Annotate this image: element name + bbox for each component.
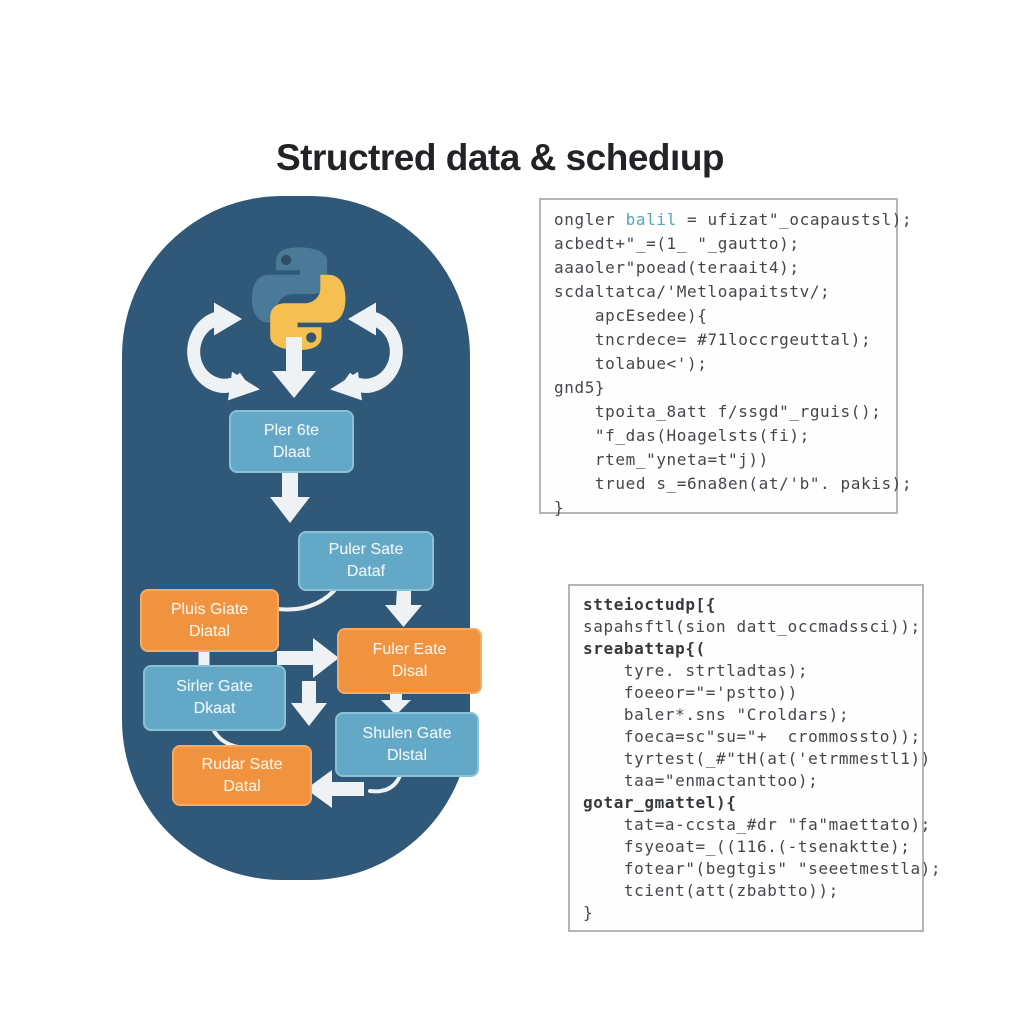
code-line: gnd5} xyxy=(554,378,606,397)
cycle-arrow-right-icon xyxy=(330,302,403,401)
code-line: scdaltatca/'Metloapaitstv/; xyxy=(554,282,831,301)
code-line: sapahsftl(sion datt_occmadssci)); xyxy=(583,617,921,636)
code-line: acbedt+"_=(1_ "_gautto); xyxy=(554,234,800,253)
page-title: Structred data & schedıup xyxy=(275,136,725,178)
cycle-arrow-left-icon xyxy=(187,302,260,401)
flow-box-6-label-line2: Dlstal xyxy=(386,746,427,764)
code-line: tpoita_8att f/ssgd"_rguis(); xyxy=(554,402,882,421)
code-line: } xyxy=(554,498,565,517)
flow-box-2-label-line1: Puler Sate xyxy=(328,541,404,559)
code-line: sreabattap{( xyxy=(583,639,706,658)
code-line: fsyeoat=_((116.(-tsenaktte); xyxy=(583,837,911,856)
arrow-down-mid-icon xyxy=(291,681,327,726)
arrow-down-box2-icon xyxy=(385,587,422,627)
code-line: ongler balil = ufizat"_ocapaustsl); xyxy=(554,210,913,229)
code-line: "f_das(Hoagelsts(fi); xyxy=(554,426,810,445)
code-line: tyrtest(_#"tH(at('etrmmestl1)) xyxy=(583,749,931,768)
code-block-1: ongler balil = ufizat"_ocapaustsl);acbed… xyxy=(539,198,913,517)
code-line: } xyxy=(583,903,594,922)
flow-box-3: Pluis Giate Diatal xyxy=(140,589,279,652)
code-line: fotear"(begtgis" "seeetmestla); xyxy=(583,859,942,878)
arrow-down-box1-icon xyxy=(270,469,310,523)
code-line: tat=a-ccsta_#dr "fa"maettato); xyxy=(583,815,931,834)
flow-box-4: Sirler Gate Dkaat xyxy=(143,665,286,731)
arrow-down-box5-icon xyxy=(381,690,411,715)
flow-box-7-label-line1: Rudar Sate xyxy=(201,755,283,773)
code-line: baler*.sns "Croldars); xyxy=(583,705,850,724)
code-line: aaaoler"poead(teraait4); xyxy=(554,258,800,277)
code-line: tyre. strtladtas); xyxy=(583,661,809,680)
code-line: foeca=sc"su="+ crommossto)); xyxy=(583,727,921,746)
code-line: tolabue<'); xyxy=(554,354,708,373)
flow-box-5-label-line1: Fuler Eate xyxy=(372,641,447,659)
code-line: stteioctudp[{ xyxy=(583,595,717,614)
arrow-right-box4-icon xyxy=(277,638,339,678)
flow-box-1-label-line2: Dlaat xyxy=(272,443,311,461)
flow-box-3-label-line2: Diatal xyxy=(189,622,230,640)
flow-box-3-label-line1: Pluis Giate xyxy=(170,600,249,618)
flow-box-7-label-line2: Datal xyxy=(223,777,261,795)
flow-box-7: Rudar Sate Datal xyxy=(172,745,312,806)
code-line: gotar_gmattel){ xyxy=(583,793,737,812)
flow-box-6-label-line1: Shulen Gate xyxy=(362,724,452,742)
flow-box-5-label-line2: Disal xyxy=(391,663,428,680)
code-line: taa="enmactanttoo); xyxy=(583,771,819,790)
arrow-left-box6-icon xyxy=(306,770,364,808)
code-line: foeeor="='pstto)) xyxy=(583,683,798,702)
flow-box-2-label-line2: Dataf xyxy=(346,563,386,580)
code-line: rtem_"yneta=t"j)) xyxy=(554,450,769,469)
code-block-2: stteioctudp[{ sapahsftl(sion datt_occmads… xyxy=(568,584,942,932)
code-line: tcient(att(zbabtto)); xyxy=(583,881,839,900)
flow-box-4-label-line2: Dkaat xyxy=(193,700,236,717)
flow-box-1-label-line1: Pler 6te xyxy=(263,421,320,439)
flow-box-5: Fuler Eate Disal xyxy=(337,628,482,694)
code-line: tncrdece= #71loccrgeuttal); xyxy=(554,330,872,349)
code-line: apcEsedee){ xyxy=(554,306,708,325)
python-logo-icon xyxy=(251,247,346,350)
flow-box-1: Pler 6te Dlaat xyxy=(229,410,354,473)
flow-box-4-label-line1: Sirler Gate xyxy=(176,678,253,696)
arrow-down-logo-icon xyxy=(272,337,316,398)
code-line: trued s_=6na8en(at/'b". pakis); xyxy=(554,474,913,493)
flow-box-2: Puler Sate Dataf xyxy=(298,531,434,591)
flow-box-6: Shulen Gate Dlstal xyxy=(335,712,479,777)
